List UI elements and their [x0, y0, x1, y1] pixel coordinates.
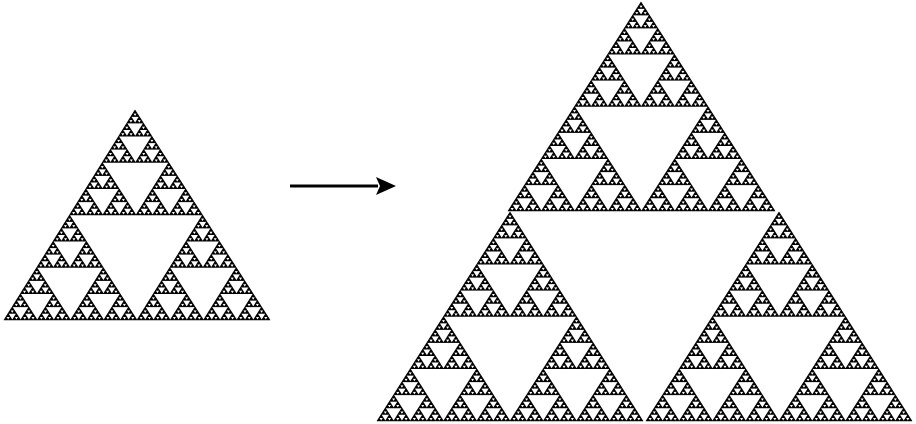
sierpinski-copy-bottom-right [645, 211, 913, 422]
arrow-head [376, 177, 396, 195]
sierpinski-copy-top-shape [507, 1, 776, 212]
sierpinski-copy-bottom-right-shape [645, 211, 913, 422]
sierpinski-copy-top [507, 1, 776, 212]
sierpinski-copy-bottom-left [376, 211, 644, 422]
large-sierpinski-triangle [376, 1, 913, 422]
small-sierpinski-shape [3, 109, 271, 321]
sierpinski-copy-bottom-left-shape [376, 211, 644, 422]
small-sierpinski-triangle [3, 109, 271, 321]
right-arrow-icon [290, 177, 396, 195]
